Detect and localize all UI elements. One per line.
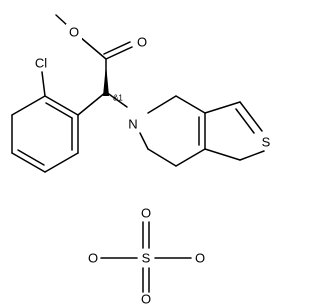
ring-bond	[44, 152, 79, 173]
ring-bond	[11, 95, 46, 116]
ring-bond	[204, 148, 241, 161]
bond-stereocenter-n	[105, 91, 128, 108]
sulfuric-acid: S O O O O	[88, 206, 205, 307]
ring-bond	[239, 150, 265, 161]
atom-sulfur-thiophene: S	[262, 135, 271, 150]
atom-oxygen-left: O	[88, 251, 98, 266]
stereo-descriptor-label: &1	[113, 94, 123, 103]
bond-ring-cl	[41, 71, 46, 97]
atom-nitrogen: N	[128, 117, 137, 132]
chemical-structure-drawing: O O Cl N S &1 S O O O O	[11, 14, 271, 307]
ring-bond-to-n	[139, 132, 149, 150]
bond-stereocenter-phenyl	[77, 91, 107, 116]
bond-o-carbonyl-c	[79, 36, 107, 60]
ring-bond	[175, 148, 206, 167]
atom-oxygen-top: O	[141, 206, 151, 221]
molecule-1-labels: O O Cl N S &1	[35, 24, 271, 150]
atom-oxygen-carbonyl: O	[137, 35, 147, 50]
ring-bond	[175, 95, 206, 114]
chlorophenyl-ring	[11, 71, 79, 173]
bond-carbonyl-c-o-double-b	[103, 41, 131, 55]
atom-sulfur-sulfate: S	[142, 251, 151, 266]
atom-oxygen-right: O	[195, 251, 205, 266]
ring-bond	[239, 101, 263, 132]
stereo-wedge-bond	[103, 64, 109, 96]
ring-bond	[44, 95, 79, 116]
tetrahydropyridine-ring	[139, 95, 206, 167]
stereocenter-group	[77, 64, 128, 116]
atom-chlorine: Cl	[35, 56, 47, 71]
ring-bond	[11, 152, 46, 173]
bond-carbonyl-c-o-double-a	[105, 46, 133, 60]
atom-oxygen-ether: O	[69, 25, 79, 40]
ring-inner-double-bond	[45, 102, 73, 119]
atom-oxygen-bottom: O	[141, 292, 151, 307]
thiophene-ring	[204, 101, 265, 161]
ring-bond	[204, 101, 241, 114]
ring-inner-double-bond	[17, 149, 45, 166]
structure-canvas: O O Cl N S &1 S O O O O	[11, 14, 271, 307]
ring-bond	[147, 148, 177, 167]
ring-bond	[147, 95, 177, 114]
ring-inner-double-bond	[235, 108, 255, 134]
